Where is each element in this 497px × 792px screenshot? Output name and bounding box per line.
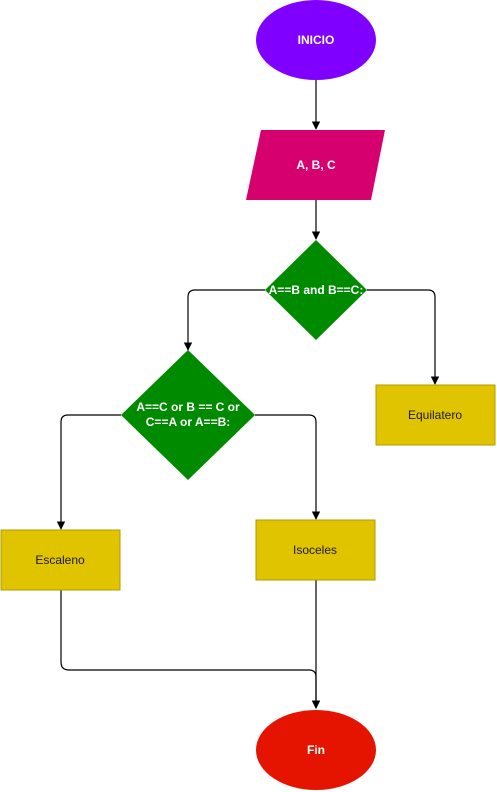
decision2-label-line2: C==A or A==B: — [146, 415, 230, 429]
equilatero-label: Equilatero — [408, 408, 462, 422]
node-equilatero[interactable]: Equilatero — [375, 384, 496, 446]
edges — [56, 80, 440, 709]
escaleno-label: Escaleno — [35, 553, 85, 567]
isoceles-shape — [255, 519, 376, 581]
edge-decision2-to-isoceles — [255, 414, 321, 520]
start-label: INICIO — [298, 33, 335, 47]
edge-decision1-to-decision2 — [183, 289, 265, 351]
escaleno-shape — [0, 529, 121, 591]
edge-escaleno-to-end — [60, 590, 321, 709]
node-escaleno[interactable]: Escaleno — [0, 529, 121, 591]
decision2-label-line1: A==C or B == C or — [136, 400, 240, 414]
input-shape — [246, 130, 385, 200]
end-shape — [256, 710, 376, 790]
decision2-shape — [121, 350, 255, 480]
node-decision-equal-all[interactable]: A==B and B==C: — [265, 240, 367, 340]
decision1-label: A==B and B==C: — [269, 283, 364, 297]
decision1-shape — [265, 240, 367, 340]
edge-decision2-to-escaleno — [56, 414, 121, 530]
node-end[interactable]: Fin — [256, 710, 376, 790]
end-label: Fin — [307, 743, 325, 757]
node-start[interactable]: INICIO — [256, 0, 376, 80]
input-label: A, B, C — [296, 158, 336, 172]
isoceles-label: Isoceles — [293, 543, 337, 557]
node-input[interactable]: A, B, C — [246, 130, 385, 200]
edge-decision1-to-equilatero — [367, 289, 440, 385]
node-isoceles[interactable]: Isoceles — [255, 519, 376, 581]
start-shape — [256, 0, 376, 80]
node-decision-two-equal[interactable]: A==C or B == C or C==A or A==B: — [121, 350, 255, 480]
equilatero-shape — [375, 384, 496, 446]
